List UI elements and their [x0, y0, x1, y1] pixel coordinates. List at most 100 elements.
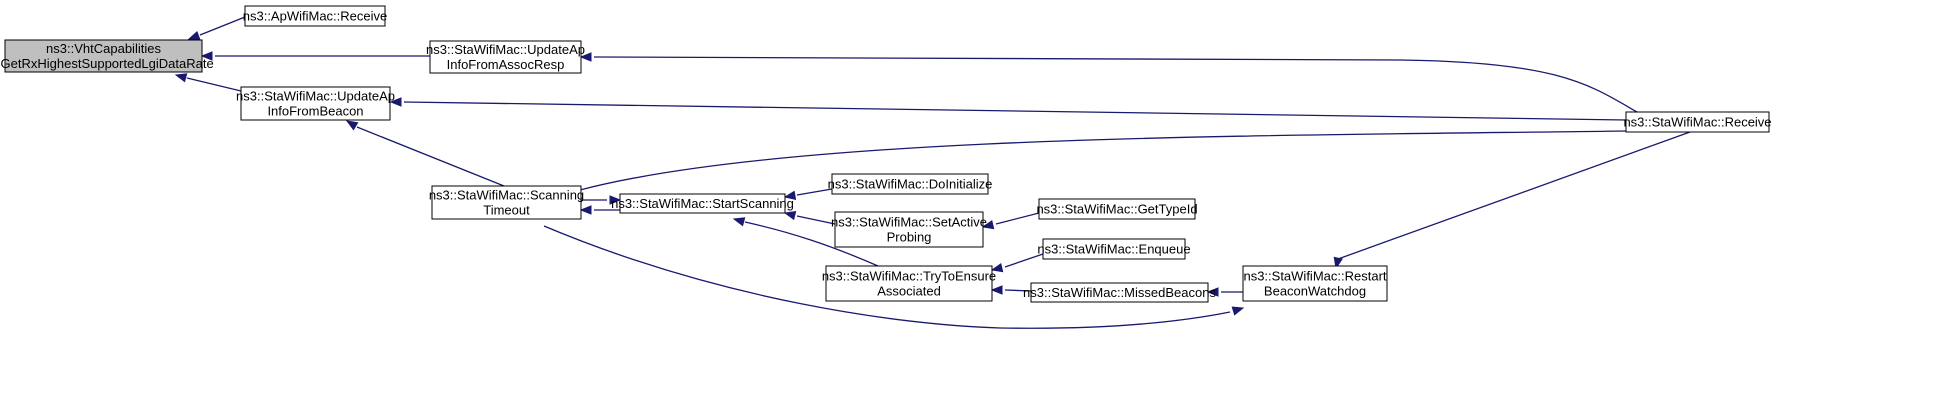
node-box — [1038, 198, 1196, 220]
node-enqueue[interactable]: ns3::StaWifiMac::Enqueue — [1037, 238, 1191, 260]
arrowhead — [732, 217, 746, 227]
node-label: ns3::StaWifiMac::Receive — [1623, 115, 1771, 130]
edge-line — [744, 221, 879, 267]
arrowhead — [990, 285, 1003, 295]
edge-line — [356, 126, 505, 187]
node-label: ns3::StaWifiMac::SetActive — [831, 215, 987, 230]
edge-restart-watchdog-to-missed-beacons — [1206, 287, 1243, 297]
edge-line — [1004, 253, 1044, 268]
node-label: InfoFromBeacon — [267, 104, 363, 119]
node-box — [1242, 265, 1388, 302]
edge-ap-receive-to-root — [187, 16, 246, 40]
arrowhead — [783, 190, 797, 200]
edge-line — [593, 56, 1638, 113]
node-label: ns3::VhtCapabilities — [46, 41, 161, 56]
node-label: ns3::StaWifiMac::Enqueue — [1037, 242, 1190, 257]
node-label: ns3::StaWifiMac::Scanning — [429, 188, 584, 203]
edge-sta-receive-to-scanning-timeout — [567, 130, 1627, 195]
arrowhead — [981, 220, 995, 230]
node-label: ns3::StaWifiMac::DoInitialize — [828, 177, 993, 192]
edge-line — [1337, 131, 1691, 260]
edge-line — [403, 101, 1627, 121]
node-label: ns3::StaWifiMac::Restart — [1243, 269, 1386, 284]
edge-line — [186, 77, 242, 92]
edge-get-type-id-to-set-active-probing — [981, 212, 1040, 230]
node-label: ns3::ApWifiMac::Receive — [243, 9, 388, 24]
node-update-assoc[interactable]: ns3::StaWifiMac::UpdateApInfoFromAssocRe… — [426, 40, 585, 74]
edge-scanning-timeout-to-restart-watchdog — [543, 225, 1245, 329]
arrowhead — [783, 210, 797, 221]
node-label: ns3::StaWifiMac::UpdateAp — [236, 89, 395, 104]
node-box — [831, 173, 989, 195]
node-box — [825, 265, 993, 302]
node-label: ns3::StaWifiMac::UpdateAp — [426, 42, 585, 57]
node-box — [240, 86, 391, 121]
node-label: Timeout — [483, 203, 530, 218]
node-label: ::GetRxHighestSupportedLgiDataRate — [0, 56, 214, 71]
node-label: Associated — [877, 284, 941, 299]
node-root: ns3::VhtCapabilities::GetRxHighestSuppor… — [0, 39, 214, 73]
arrowhead — [200, 51, 213, 61]
node-box — [834, 211, 984, 248]
node-box — [1042, 238, 1186, 260]
edge-line — [543, 225, 1231, 329]
node-get-type-id[interactable]: ns3::StaWifiMac::GetTypeId — [1036, 198, 1198, 220]
node-layer: ns3::VhtCapabilities::GetRxHighestSuppor… — [0, 5, 1772, 303]
arrowhead — [579, 205, 592, 215]
edge-line — [796, 188, 833, 196]
edge-try-to-ensure-to-start-scanning — [732, 217, 879, 267]
node-sta-receive[interactable]: ns3::StaWifiMac::Receive — [1623, 111, 1772, 133]
edge-sta-receive-to-update-beacon — [389, 97, 1627, 121]
node-box — [429, 40, 582, 74]
edge-set-active-probing-to-start-scanning — [783, 210, 836, 225]
node-label: InfoFromAssocResp — [447, 57, 565, 72]
node-box — [1030, 282, 1209, 303]
node-box — [4, 39, 203, 73]
node-do-initialize[interactable]: ns3::StaWifiMac::DoInitialize — [828, 173, 993, 195]
node-ap-receive[interactable]: ns3::ApWifiMac::Receive — [243, 5, 388, 27]
arrowhead — [345, 120, 359, 131]
node-box — [244, 5, 386, 27]
arrowhead — [990, 263, 1004, 273]
edge-update-beacon-to-root — [174, 73, 242, 92]
node-start-scanning[interactable]: ns3::StaWifiMac::StartScanning — [611, 193, 794, 214]
arrowhead — [1231, 306, 1245, 316]
node-box — [619, 193, 786, 214]
arrowhead — [174, 73, 188, 83]
arrowhead — [609, 195, 622, 205]
arrowhead — [1333, 256, 1343, 270]
node-label: ns3::StaWifiMac::MissedBeacons — [1023, 285, 1216, 300]
edge-sta-receive-to-update-assoc — [579, 52, 1638, 113]
node-label: Probing — [887, 230, 932, 245]
edge-update-assoc-to-root — [200, 51, 430, 61]
edge-layer — [174, 16, 1691, 329]
edge-start-scanning-to-scanning-timeout — [579, 205, 620, 215]
node-missed-beacons[interactable]: ns3::StaWifiMac::MissedBeacons — [1023, 282, 1216, 303]
arrowhead — [579, 52, 592, 62]
node-label: BeaconWatchdog — [1264, 284, 1366, 299]
edge-scanning-timeout-to-start-scanning — [581, 195, 622, 205]
edge-enqueue-to-try-to-ensure — [990, 253, 1044, 273]
edge-line — [995, 212, 1040, 225]
edge-do-initialize-to-start-scanning — [783, 188, 833, 200]
edge-line — [199, 16, 246, 36]
edge-line — [1004, 289, 1032, 292]
node-box — [1625, 111, 1770, 133]
node-box — [431, 185, 582, 220]
node-label: ns3::StaWifiMac::TryToEnsure — [822, 269, 996, 284]
edge-missed-beacons-to-try-to-ensure — [990, 285, 1032, 295]
edge-sta-receive-to-restart-watchdog — [1333, 131, 1691, 270]
edge-line — [796, 215, 836, 225]
edge-line — [579, 130, 1627, 191]
node-label: ns3::StaWifiMac::GetTypeId — [1036, 202, 1197, 217]
arrowhead — [389, 97, 402, 107]
arrowhead — [1206, 287, 1219, 297]
arrowhead — [187, 30, 201, 40]
edge-scanning-timeout-to-update-beacon — [345, 120, 505, 187]
